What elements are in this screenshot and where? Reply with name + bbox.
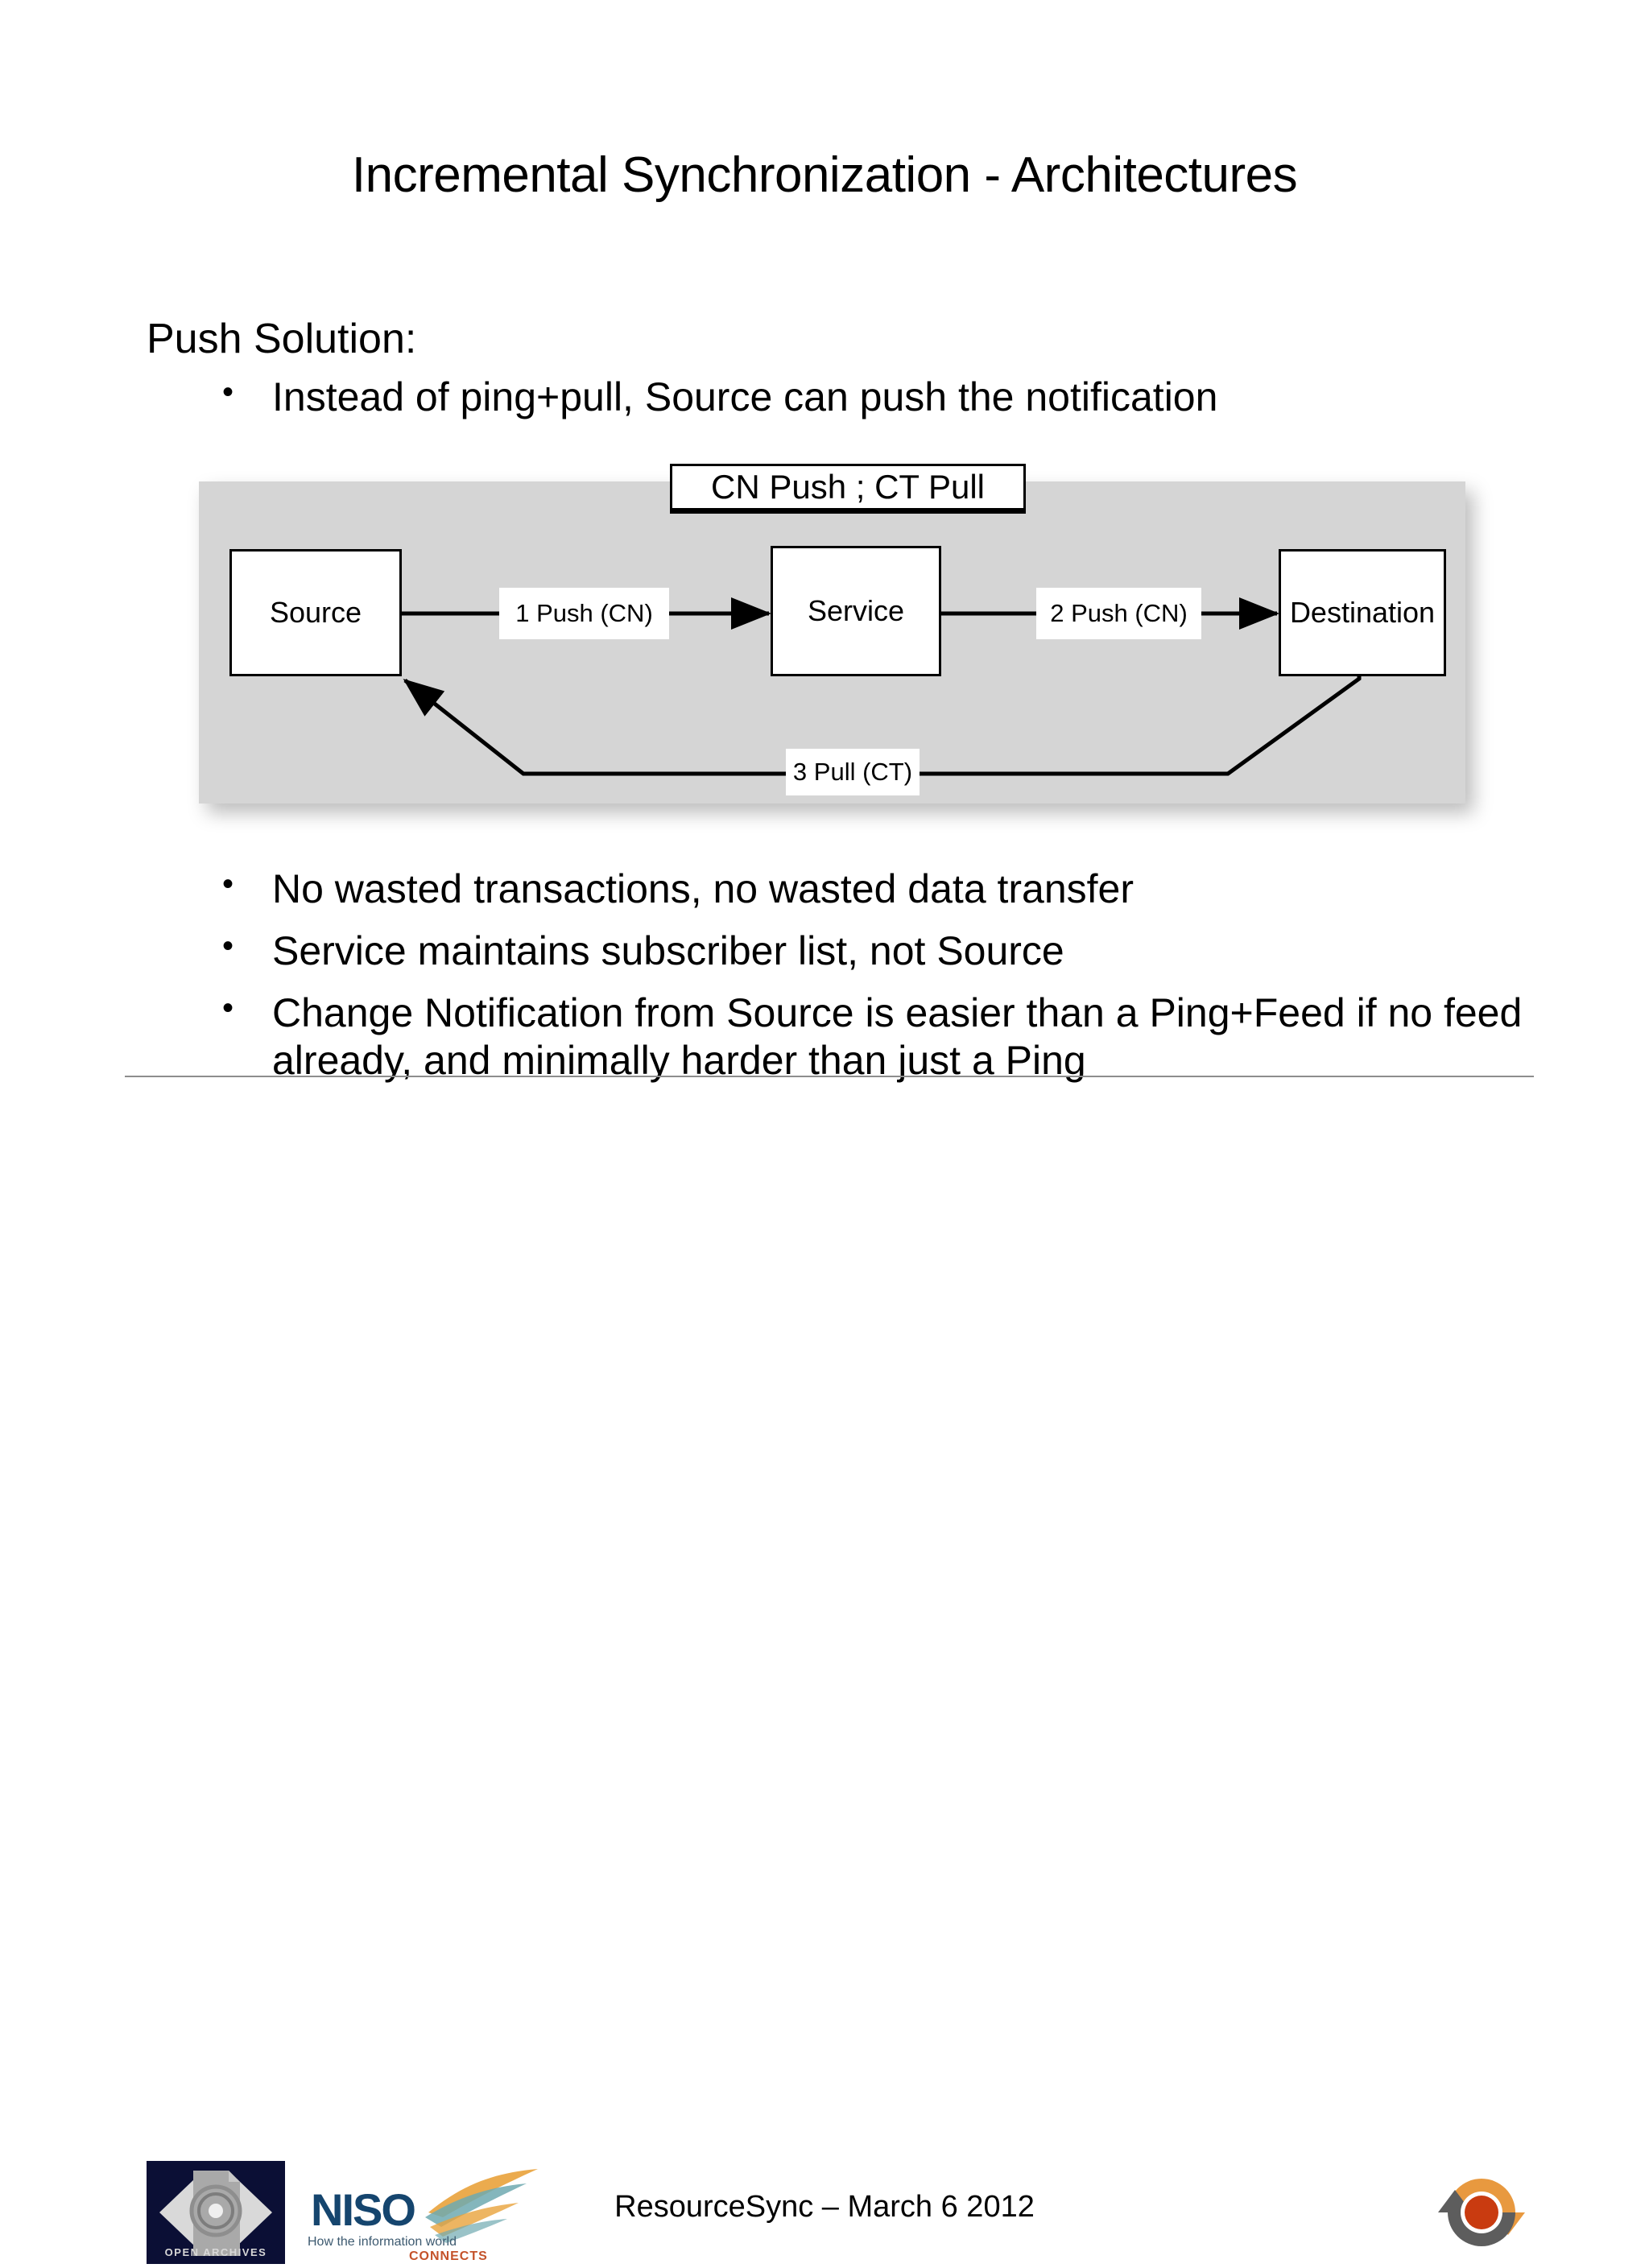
bullet-dot-icon: • — [222, 990, 234, 1026]
niso-tagline-line1: How the information world — [308, 2235, 457, 2249]
list-item-label: Change Notification from Source is easie… — [272, 990, 1523, 1083]
footer-divider — [125, 1076, 1534, 1077]
footer-caption: ResourceSync – March 6 2012 — [614, 2190, 1035, 2224]
edge-label-push-cn-2: 2 Push (CN) — [1036, 588, 1201, 639]
list-item: • Change Notification from Source is eas… — [222, 989, 1527, 1084]
bullet-dot-icon: • — [222, 928, 234, 964]
edge-label-pull-ct-3: 3 Pull (CT) — [786, 749, 920, 795]
edge-label-push-cn-1: 1 Push (CN) — [499, 588, 669, 639]
open-archives-wordmark: OPEN ARCHIVES — [165, 2246, 267, 2258]
diagram-caption: CN Push ; CT Pull — [670, 464, 1026, 510]
bullet-dot-icon: • — [222, 374, 234, 410]
page-title: Incremental Synchronization - Architectu… — [351, 147, 1298, 203]
list-item: • Instead of ping+pull, Source can push … — [222, 374, 1511, 420]
list-item-label: Service maintains subscriber list, not S… — [272, 928, 1064, 973]
list-item-label: Instead of ping+pull, Source can push th… — [272, 374, 1218, 419]
diagram-node-service: Service — [771, 546, 941, 676]
list-item: • No wasted transactions, no wasted data… — [222, 865, 1527, 913]
section-label-push-solution: Push Solution: — [147, 316, 417, 362]
outcome-bullet-list: • No wasted transactions, no wasted data… — [222, 865, 1527, 1099]
niso-tagline-line2: CONNECTS — [409, 2249, 488, 2263]
resourcesync-logo — [1430, 2161, 1533, 2264]
list-item: • Service maintains subscriber list, not… — [222, 927, 1527, 975]
list-item-label: No wasted transactions, no wasted data t… — [272, 866, 1134, 911]
diagram-node-source: Source — [229, 549, 402, 676]
footer: OPEN ARCHIVES NISO How the information w… — [0, 1076, 1649, 2264]
bullet-dot-icon: • — [222, 866, 234, 902]
diagram-node-destination: Destination — [1279, 549, 1446, 676]
